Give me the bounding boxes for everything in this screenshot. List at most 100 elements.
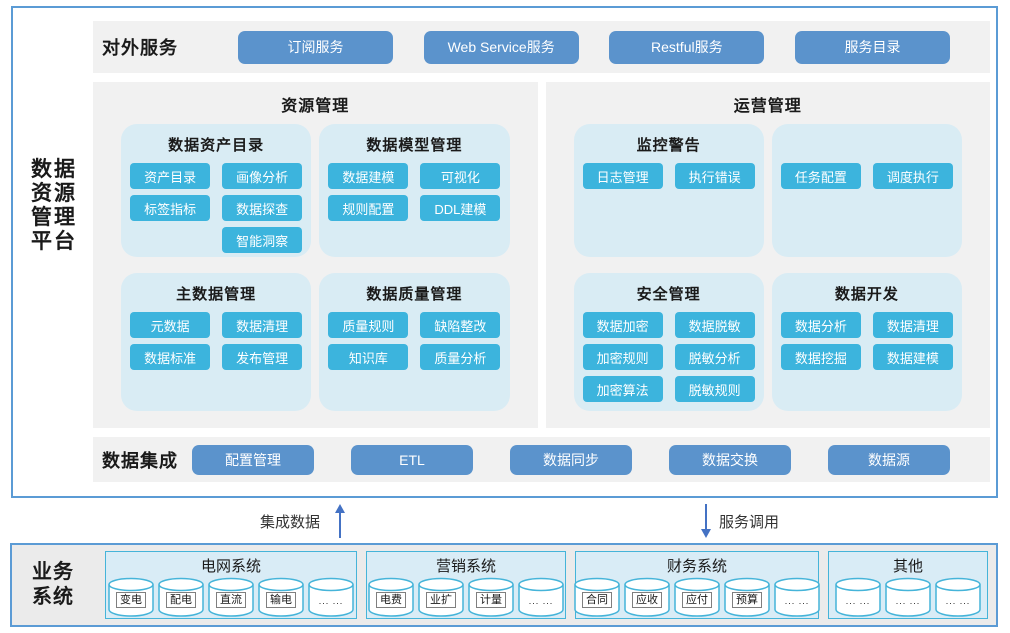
database-icon: 输电 xyxy=(258,577,304,617)
database-icon: 业扩 xyxy=(418,577,464,617)
group-title: 数据模型管理 xyxy=(366,137,463,154)
system-title: 其他 xyxy=(892,558,923,575)
module-chip: 数据挖掘 xyxy=(780,344,861,370)
external-services-label: 对外服务 xyxy=(102,38,178,58)
system-title: 营销系统 xyxy=(435,558,496,575)
operation-groups: 监控警告 日志管理 执行错误 任务配置 调度执行 xyxy=(546,112,991,411)
group-title: 数据开发 xyxy=(834,286,899,303)
group-title: 监控警告 xyxy=(636,137,701,154)
module-chip: 质量分析 xyxy=(420,344,501,370)
panel-resource-management: 资源管理 数据资产目录 资产目录 画像分析 标签指标 数据探查 智能洞察 数 xyxy=(93,82,538,428)
integration-chip: ETL xyxy=(351,444,473,475)
systems-row: 电网系统 变电 配电 直流 输电 xyxy=(105,551,988,619)
source-label: ... ... xyxy=(845,594,871,608)
data-integration-label: 数据集成 xyxy=(102,450,178,471)
source-label: ... ... xyxy=(318,594,344,608)
database-icon: 预算 xyxy=(724,577,770,617)
module-chip: 加密规则 xyxy=(582,344,663,370)
platform-content: 对外服务 订阅服务 Web Service服务 Restful服务 服务目录 资… xyxy=(93,21,990,482)
module-chip: 资产目录 xyxy=(130,163,211,189)
module-chip: 数据建模 xyxy=(328,163,409,189)
module-chip: 数据探查 xyxy=(222,195,303,221)
source-label: 配电 xyxy=(166,592,196,608)
group-data-quality-management: 数据质量管理 质量规则 缺陷整改 知识库 质量分析 xyxy=(319,273,510,411)
source-label: 预算 xyxy=(732,592,762,608)
module-chip: 元数据 xyxy=(130,312,211,338)
platform-box: 数据 资源 管理 平台 对外服务 订阅服务 Web Service服务 Rest… xyxy=(11,6,998,498)
panel-title: 运营管理 xyxy=(733,98,802,115)
database-icon: ... ... xyxy=(518,577,564,617)
source-label: ... ... xyxy=(784,594,810,608)
external-services-strip: 对外服务 订阅服务 Web Service服务 Restful服务 服务目录 xyxy=(93,21,990,73)
database-icon: ... ... xyxy=(308,577,354,617)
module-chip: 标签指标 xyxy=(130,195,211,221)
service-call-flow-label: 服务调用 xyxy=(719,514,780,531)
source-label: 合同 xyxy=(582,592,612,608)
system-finance: 财务系统 合同 应收 应付 预算 xyxy=(574,551,820,619)
group-data-asset-catalog: 数据资产目录 资产目录 画像分析 标签指标 数据探查 智能洞察 xyxy=(121,124,312,257)
service-chip: 服务目录 xyxy=(794,30,950,64)
database-icon: 电费 xyxy=(368,577,414,617)
group-title: 主数据管理 xyxy=(176,286,257,303)
module-chip: 发布管理 xyxy=(222,344,303,370)
data-integration-strip: 数据集成 配置管理 ETL 数据同步 数据交换 数据源 xyxy=(93,437,990,482)
database-icon: ... ... xyxy=(774,577,820,617)
source-label: 应付 xyxy=(682,592,712,608)
platform-title: 数据 资源 管理 平台 xyxy=(31,158,89,254)
business-title-line: 业务 xyxy=(32,561,74,583)
service-chip: Restful服务 xyxy=(609,30,765,64)
service-chip: Web Service服务 xyxy=(423,30,579,64)
system-marketing: 营销系统 电费 业扩 计量 ... ... xyxy=(366,551,566,619)
module-chip: DDL建模 xyxy=(420,195,501,221)
integration-chip: 数据交换 xyxy=(669,444,791,475)
database-icon: 合同 xyxy=(574,577,620,617)
source-label: ... ... xyxy=(895,594,921,608)
group-title xyxy=(772,134,962,155)
source-label: 变电 xyxy=(116,592,146,608)
group-monitor-alert: 监控警告 日志管理 执行错误 xyxy=(573,124,764,257)
module-chip: 脱敏规则 xyxy=(674,376,755,402)
module-chip: 脱敏分析 xyxy=(674,344,755,370)
external-services-buttons: 订阅服务 Web Service服务 Restful服务 服务目录 xyxy=(238,30,950,64)
database-icon: 应收 xyxy=(624,577,670,617)
business-systems-title: 业务 系统 xyxy=(32,560,92,610)
integration-chip: 数据源 xyxy=(828,444,950,475)
module-chip: 数据建模 xyxy=(872,344,953,370)
source-label: 业扩 xyxy=(426,592,456,608)
group-data-development: 数据开发 数据分析 数据清理 数据挖掘 数据建模 xyxy=(771,273,962,411)
module-chip: 智能洞察 xyxy=(222,227,303,253)
database-icon: 直流 xyxy=(208,577,254,617)
down-arrow-icon xyxy=(701,504,711,538)
source-label: 输电 xyxy=(266,592,296,608)
group-title: 数据资产目录 xyxy=(168,137,265,154)
database-icon: 计量 xyxy=(468,577,514,617)
module-chip: 数据清理 xyxy=(872,312,953,338)
resource-groups: 数据资产目录 资产目录 画像分析 标签指标 数据探查 智能洞察 数据模型管理 数… xyxy=(93,112,538,411)
platform-title-line: 管理 xyxy=(31,206,77,229)
integrate-data-flow-label: 集成数据 xyxy=(260,514,321,531)
source-label: 应收 xyxy=(632,592,662,608)
group-title: 数据质量管理 xyxy=(366,286,463,303)
service-chip: 订阅服务 xyxy=(238,30,393,64)
system-power-grid: 电网系统 变电 配电 直流 输电 xyxy=(105,551,357,619)
group-title: 安全管理 xyxy=(636,286,701,303)
system-title: 财务系统 xyxy=(666,558,727,575)
module-chip: 数据脱敏 xyxy=(674,312,755,338)
module-chip: 数据分析 xyxy=(780,312,861,338)
group-scheduling: 任务配置 调度执行 xyxy=(771,124,962,257)
module-chip: 日志管理 xyxy=(582,163,663,189)
platform-title-line: 平台 xyxy=(31,230,77,253)
panel-title: 资源管理 xyxy=(281,98,350,115)
source-label: 计量 xyxy=(476,592,506,608)
module-chip: 执行错误 xyxy=(674,163,755,189)
business-title-line: 系统 xyxy=(32,586,74,608)
source-label: ... ... xyxy=(945,594,971,608)
business-systems-box: 业务 系统 电网系统 变电 配电 直流 输电 xyxy=(10,543,998,627)
module-chip: 质量规则 xyxy=(328,312,409,338)
panel-operation-management: 运营管理 监控警告 日志管理 执行错误 任务配置 调度执行 xyxy=(545,82,991,428)
data-integration-buttons: 配置管理 ETL 数据同步 数据交换 数据源 xyxy=(192,444,950,475)
module-chip: 可视化 xyxy=(420,163,501,189)
system-other: 其他 ... ... ... ... ... ... xyxy=(828,551,988,619)
source-label: ... ... xyxy=(528,594,554,608)
source-label: 直流 xyxy=(216,592,246,608)
